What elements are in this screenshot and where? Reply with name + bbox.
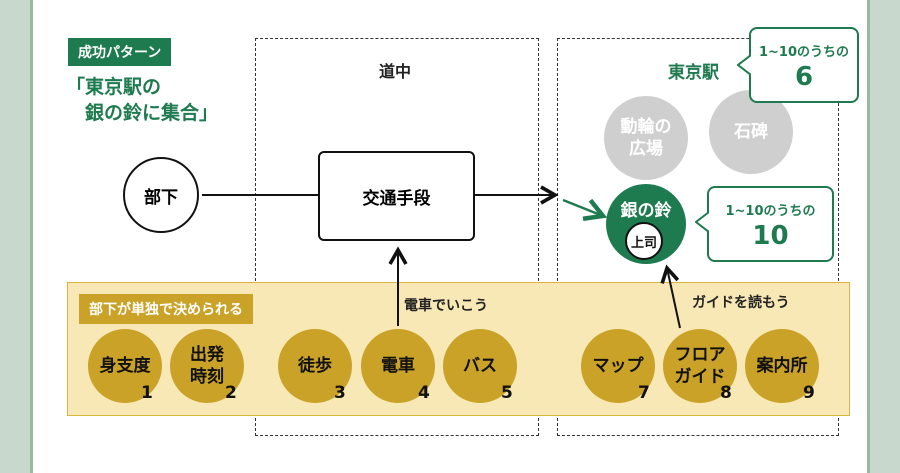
landmark-monument: 石碑 [709, 90, 793, 174]
subordinate-node: 部下 [123, 157, 199, 233]
callout-bell-probability: 1~10のうちの 10 [707, 186, 834, 262]
option-walk: 徒歩 [278, 329, 352, 403]
option-preparation-num: 1 [141, 383, 153, 403]
callout-1-value: 6 [794, 62, 814, 92]
option-departure-num: 2 [225, 383, 237, 403]
option-information-desk: 案内所 [745, 329, 819, 403]
column-tokyo-station [557, 38, 839, 436]
column-on-the-way [255, 38, 539, 436]
pattern-title: 「東京駅の 銀の鈴に集合」 [66, 74, 218, 126]
option-floor-guide-num: 8 [720, 383, 732, 403]
silver-bell-label: 銀の鈴 [620, 201, 672, 221]
note-guide: ガイドを読もう [692, 295, 790, 311]
option-map: マップ [581, 329, 655, 403]
landmark-plaza-line1: 動輪の [620, 117, 672, 137]
option-floor-line1: フロア [674, 345, 726, 365]
option-floor-guide: フロア ガイド [663, 329, 737, 403]
pattern-title-line2: 銀の鈴に集合」 [66, 102, 219, 124]
option-bus: バス [443, 329, 517, 403]
option-train-num: 4 [418, 383, 430, 403]
option-bus-num: 5 [501, 383, 513, 403]
option-train: 電車 [361, 329, 435, 403]
landmark-plaza: 動輪の 広場 [604, 96, 688, 180]
landmark-plaza-line2: 広場 [629, 139, 663, 159]
boss-node: 上司 [625, 222, 663, 260]
self-decision-tag: 部下が単独で決められる [79, 294, 253, 324]
callout-2-value: 10 [752, 221, 789, 251]
option-departure-time: 出発 時刻 [170, 329, 244, 403]
arrow-guide-to-bell [660, 264, 681, 329]
callout-2-label: 1~10のうちの [725, 204, 816, 219]
option-information-num: 9 [803, 383, 815, 403]
callout-1-label: 1~10のうちの [758, 45, 850, 60]
transport-box: 交通手段 [318, 151, 475, 241]
option-departure-line2: 時刻 [190, 367, 224, 387]
column-header-tokyo-station: 東京駅 [668, 63, 719, 83]
note-train: 電車でいこう [404, 298, 488, 314]
callout-2-pointer [695, 212, 709, 232]
option-map-num: 7 [638, 383, 650, 403]
option-preparation: 身支度 [88, 329, 162, 403]
option-walk-num: 3 [334, 383, 346, 403]
option-floor-line2: ガイド [674, 367, 726, 387]
pattern-tag: 成功パターン [68, 38, 172, 66]
arrow-to-silver-bell [562, 198, 608, 222]
pattern-title-line1: 「東京駅の [66, 76, 162, 98]
callout-monument-probability: 1~10のうちの 6 [749, 27, 859, 103]
callout-1-pointer [737, 55, 751, 75]
option-departure-line1: 出発 [190, 345, 224, 365]
column-header-on-the-way: 道中 [379, 62, 412, 81]
